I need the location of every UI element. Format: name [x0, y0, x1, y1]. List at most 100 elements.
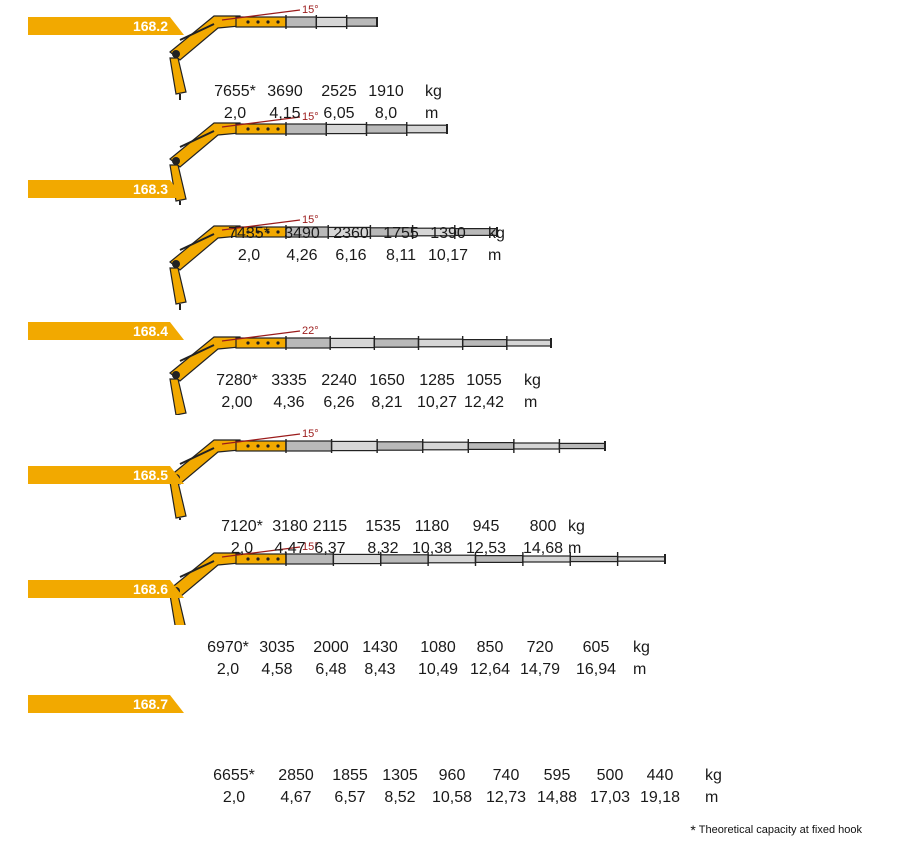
load-value: 2000 — [313, 639, 349, 656]
load-value: 1535 — [365, 518, 401, 535]
load-value: 595 — [543, 767, 571, 784]
reach-value: 10,17 — [427, 247, 469, 264]
load-value: 605 — [582, 639, 610, 656]
reach-value: 8,52 — [384, 789, 416, 806]
reach-unit: m — [488, 247, 502, 264]
reach-value: 8,43 — [364, 661, 396, 678]
boom-angle-label: 15° — [302, 428, 319, 440]
boom-extension — [506, 339, 552, 347]
reach-value: 10,27 — [416, 394, 458, 411]
boom-extension — [513, 442, 561, 450]
crane-drawing: 15° — [169, 111, 448, 207]
boom-extension — [346, 17, 378, 27]
load-value: 6655* — [213, 767, 255, 784]
boom-extension — [376, 441, 424, 451]
load-value: 720 — [526, 639, 554, 656]
reach-unit: m — [633, 661, 647, 678]
inner-boom — [169, 15, 241, 61]
crane-drawing: 15° — [169, 428, 606, 524]
load-unit: kg — [425, 83, 442, 100]
footnote: * Theoretical capacity at fixed hook — [690, 822, 862, 838]
crane-drawing: 15° — [169, 4, 378, 100]
boom-extension — [285, 16, 317, 28]
reach-value: 17,03 — [589, 789, 631, 806]
reach-value: 19,18 — [639, 789, 681, 806]
reach-value: 4,15 — [269, 105, 301, 122]
reach-value: 4,36 — [273, 394, 305, 411]
load-value: 1855 — [332, 767, 368, 784]
reach-value: 8,32 — [367, 540, 399, 557]
boom-angle-line — [221, 433, 301, 445]
boom-angle-label: 15° — [302, 541, 319, 553]
crane-column — [169, 594, 187, 632]
model-tag: 168.2 — [28, 17, 184, 35]
load-value: 3490 — [284, 225, 320, 242]
reach-value: 2,0 — [237, 247, 261, 264]
load-unit: kg — [633, 639, 650, 656]
load-value: 500 — [596, 767, 624, 784]
reach-value: 4,47 — [274, 540, 306, 557]
load-value: 440 — [646, 767, 674, 784]
reach-value: 10,58 — [431, 789, 473, 806]
boom-angle-label: 15° — [302, 214, 319, 226]
load-value: 7280* — [216, 372, 258, 389]
boom-extension — [462, 339, 508, 348]
boom-angle-line — [221, 546, 301, 558]
reach-value: 12,73 — [485, 789, 527, 806]
crane-drawing: 22° — [169, 325, 552, 421]
boom-angle-label: 22° — [302, 325, 319, 337]
reach-value: 2,0 — [216, 661, 240, 678]
reach-value: 16,94 — [575, 661, 617, 678]
load-value: 3180 — [272, 518, 308, 535]
load-value: 7435* — [228, 225, 270, 242]
load-value: 1910 — [368, 83, 404, 100]
load-unit: kg — [524, 372, 541, 389]
boom-extension — [406, 124, 448, 134]
load-value: 1080 — [420, 639, 456, 656]
load-value: 1305 — [382, 767, 418, 784]
model-tag: 168.5 — [28, 466, 184, 484]
reach-value: 4,67 — [280, 789, 312, 806]
load-value: 800 — [529, 518, 557, 535]
boom-extension — [617, 556, 666, 562]
reach-value: 10,49 — [417, 661, 459, 678]
load-value: 960 — [438, 767, 466, 784]
model-tag: 168.3 — [28, 180, 184, 198]
reach-value: 12,53 — [465, 540, 507, 557]
load-value: 7655* — [214, 83, 256, 100]
reach-value: 4,58 — [261, 661, 293, 678]
model-tag: 168.6 — [28, 580, 184, 598]
load-value: 2115 — [312, 518, 348, 535]
boom-angle-label: 15° — [302, 111, 319, 123]
reach-value: 2,0 — [230, 540, 254, 557]
boom-extension — [373, 338, 420, 348]
load-value: 1755 — [383, 225, 419, 242]
load-value: 1650 — [369, 372, 405, 389]
reach-value: 6,05 — [323, 105, 355, 122]
load-value: 850 — [476, 639, 504, 656]
boom-extension — [467, 442, 515, 451]
inner-boom — [169, 122, 241, 168]
load-value: 1430 — [362, 639, 398, 656]
footnote-asterisk: * — [690, 822, 696, 838]
boom-angle-line — [221, 219, 301, 231]
load-value: 1390 — [430, 225, 466, 242]
inner-boom — [169, 552, 241, 598]
crane-drawing: 15° — [169, 214, 498, 310]
boom-extension — [285, 337, 331, 349]
boom-angle-line — [221, 116, 301, 128]
crane-column — [169, 378, 187, 416]
boom-extension — [417, 338, 464, 348]
load-value: 1285 — [419, 372, 455, 389]
boom-extension — [285, 440, 333, 452]
reach-unit: m — [568, 540, 582, 557]
load-value: 7120* — [221, 518, 263, 535]
reach-value: 4,26 — [286, 247, 318, 264]
reach-value: 14,88 — [536, 789, 578, 806]
boom-angle-label: 15° — [302, 4, 319, 16]
reach-value: 2,0 — [223, 105, 247, 122]
boom-angle-line — [221, 330, 301, 342]
reach-value: 8,11 — [386, 247, 416, 264]
footnote-text: Theoretical capacity at fixed hook — [698, 824, 862, 836]
inner-boom — [169, 439, 241, 485]
